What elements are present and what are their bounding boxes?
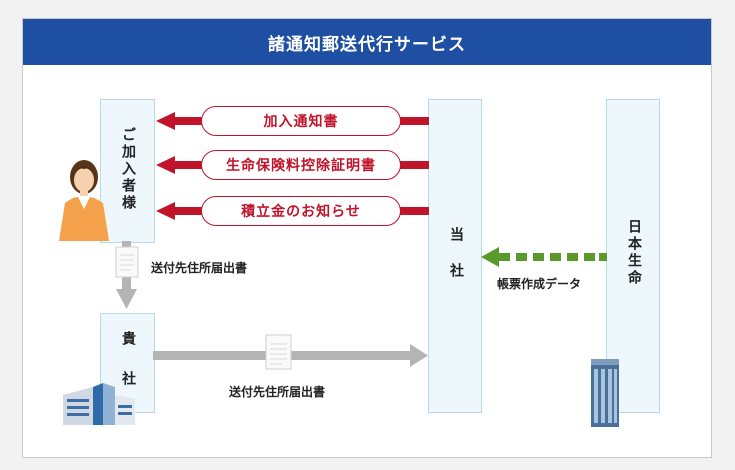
ledger-data-arrow [481,247,607,267]
tower-building-icon [591,359,619,427]
diagram-arrows [59,112,619,427]
notice-pill-reserve-notice: 積立金のお知らせ [201,196,401,226]
subscriber-label: ご加入者様 [120,127,136,212]
nippon-life-label: 日本生命 [626,219,642,287]
person-icon [59,160,109,241]
document-icon [265,334,292,370]
diagram-title: 諸通知郵送代行サービス [23,19,711,65]
notice-pill-deduction-certificate: 生命保険料控除証明書 [201,150,401,180]
notice-pill-enrollment: 加入通知書 [201,106,401,136]
ledger-data-label: 帳票作成データ [497,277,582,291]
document-icon [115,246,139,278]
service-diagram-panel: 諸通知郵送代行サービス ご加入者様 貴 社 当 社 日本生命 [22,18,712,458]
address-form-label-2: 送付先住所届出書 [229,385,326,399]
subscriber-box [100,99,155,243]
our-company-label: 当 社 [448,227,464,281]
your-company-label: 貴 社 [120,331,136,391]
our-company-box [428,99,482,413]
address-form-label-1: 送付先住所届出書 [151,261,248,275]
office-building-icon [63,383,135,425]
